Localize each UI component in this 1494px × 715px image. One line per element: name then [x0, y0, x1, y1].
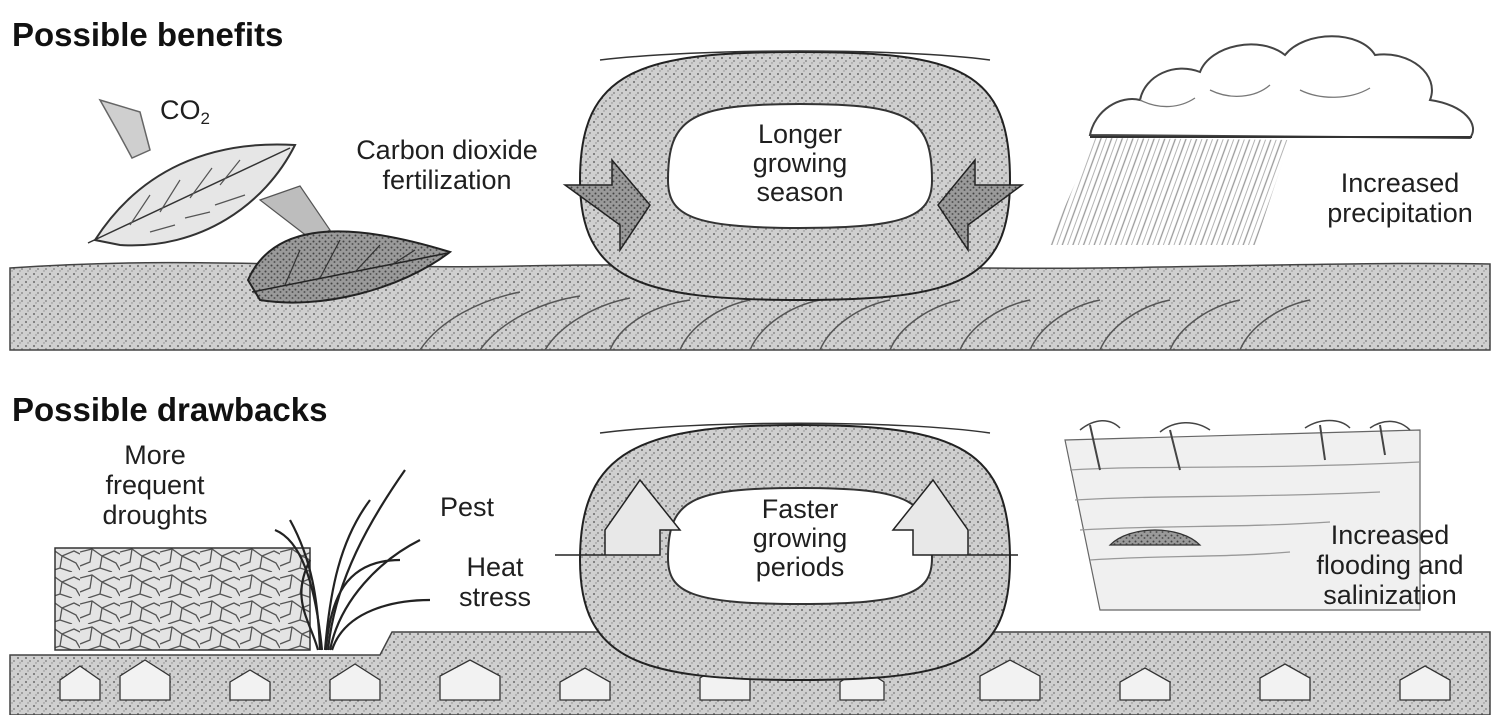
growing-season-label: Longer growing season: [720, 120, 880, 207]
drawbacks-heading: Possible drawbacks: [12, 392, 327, 428]
co2-arrow-icon: [100, 100, 150, 158]
growing-periods-label: Faster growing periods: [720, 495, 880, 582]
flooding-salinization-label: Increased flooding and salinization: [1290, 520, 1490, 610]
pest-label: Pest: [440, 492, 494, 522]
co2-fertilization-label: Carbon dioxide fertilization: [322, 135, 572, 195]
heat-stress-label: Heat stress: [440, 552, 550, 612]
co2-label: CO2: [160, 95, 210, 134]
precipitation-label: Increased precipitation: [1300, 168, 1494, 228]
benefits-heading: Possible benefits: [12, 17, 283, 53]
cracked-earth-icon: [55, 548, 310, 650]
droughts-label: More frequent droughts: [70, 440, 240, 530]
leaf-icon: [88, 144, 295, 245]
